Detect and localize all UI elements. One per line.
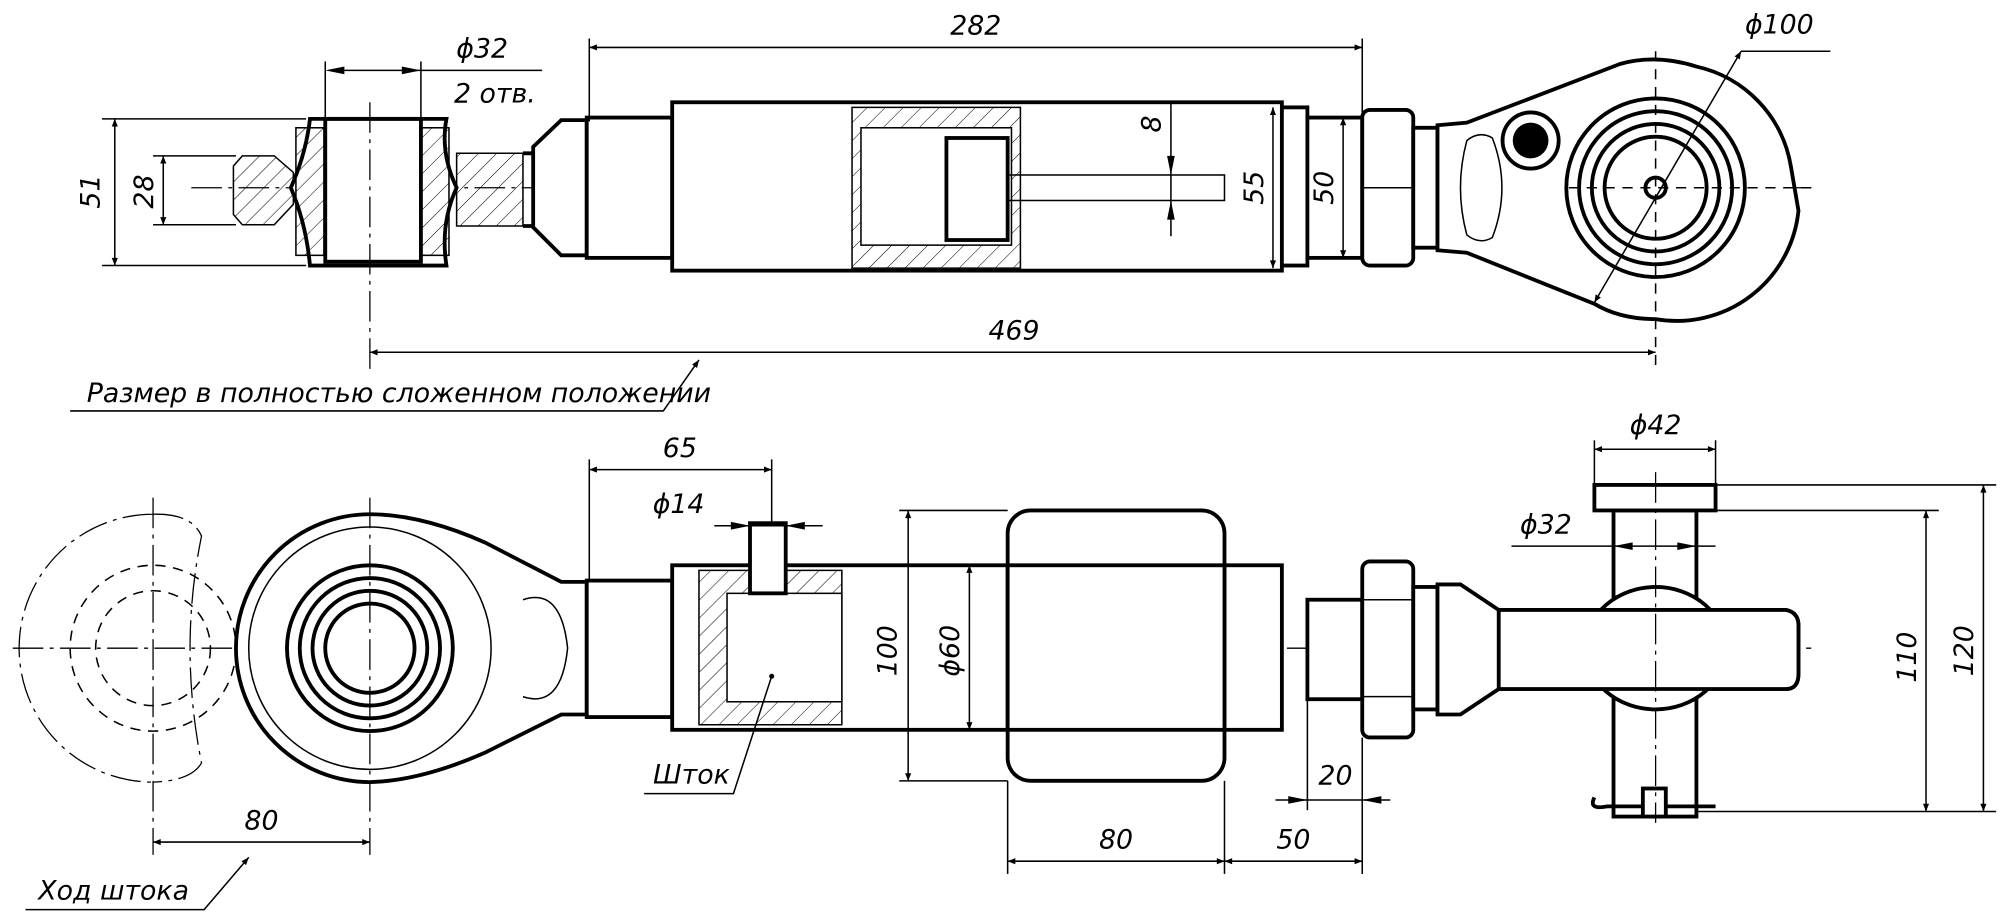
note-collapsed: Размер в полностью сложенном положении	[87, 378, 711, 409]
arrowheads	[1613, 542, 1697, 550]
arrowheads	[325, 66, 421, 75]
grease-fitting	[1500, 110, 1561, 171]
dim-120: 120	[1949, 625, 1980, 676]
dim-eye-diameter: ϕ100	[1745, 9, 1814, 40]
dim-28: 28	[129, 175, 160, 209]
rod-end-left	[232, 155, 295, 226]
ball-section	[420, 127, 450, 257]
note-leader	[70, 359, 700, 412]
arrowheads	[1167, 155, 1175, 220]
dim-55: 55	[1239, 171, 1270, 205]
dim-8: 8	[1137, 115, 1168, 132]
neck	[455, 152, 524, 227]
cotter-clip	[1640, 786, 1668, 819]
piston-rod	[1006, 174, 1226, 202]
dim-clamp-to-nut: 50	[1276, 824, 1310, 855]
dim-body-diameter: ϕ60	[935, 625, 966, 677]
bearing-ring	[297, 576, 442, 721]
dim-thread-length: 20	[1318, 761, 1352, 792]
label-rod: Шток	[653, 759, 730, 790]
dim-110: 110	[1892, 632, 1923, 683]
thread-neck	[1411, 585, 1440, 712]
pin-hole	[748, 521, 788, 596]
fork-bar	[1496, 608, 1801, 691]
dim-clamp-height: 100	[873, 625, 904, 676]
collar	[584, 115, 675, 260]
piston	[944, 136, 1010, 242]
dim-pin-diameter: ϕ32	[1520, 509, 1572, 540]
lock-nut	[1360, 559, 1416, 740]
grease-fitting-core	[1512, 122, 1549, 159]
dim-282: 282	[950, 11, 1001, 42]
dim-clamp-width: 80	[1099, 824, 1133, 855]
dim-hole-diameter: ϕ14	[653, 489, 705, 520]
collar	[584, 578, 675, 719]
eye-slot	[522, 596, 569, 700]
rod-bore	[726, 592, 843, 703]
label-stroke: Ход штока	[36, 875, 189, 906]
bushing	[323, 116, 423, 264]
rod-leader	[644, 676, 773, 795]
pin-count: 2 отв.	[454, 78, 536, 109]
dim-50: 50	[1309, 171, 1340, 205]
dim-pin-head-diameter: ϕ42	[1630, 410, 1682, 441]
dim-pin-diameter: ϕ32	[456, 34, 508, 65]
arrowheads	[730, 521, 805, 530]
stroke-leader	[25, 856, 250, 911]
thread-neck	[1411, 125, 1440, 250]
dim-100-line	[1593, 50, 1742, 303]
clamp-overlap	[1005, 563, 1227, 732]
dim-51: 51	[75, 175, 106, 209]
top-view: 282 ϕ32 2 отв. 51 28 8 55 50 469 ϕ100 Ра…	[70, 9, 1831, 412]
cotter-pin	[1590, 796, 1716, 810]
dim-65: 65	[663, 433, 697, 464]
bottom-view: 65 ϕ14 100 ϕ60 ϕ42 ϕ32 110 120 20 80 50 …	[12, 410, 1997, 911]
thread-sleeve	[1305, 597, 1365, 702]
stroke-position-ghost	[18, 513, 203, 783]
dim-stroke: 80	[244, 805, 278, 836]
ball-section	[295, 127, 325, 257]
taper	[531, 118, 589, 258]
dim-469: 469	[988, 316, 1039, 347]
step	[1279, 105, 1310, 268]
eye-slot	[1459, 133, 1503, 242]
arrowheads	[1288, 796, 1382, 804]
